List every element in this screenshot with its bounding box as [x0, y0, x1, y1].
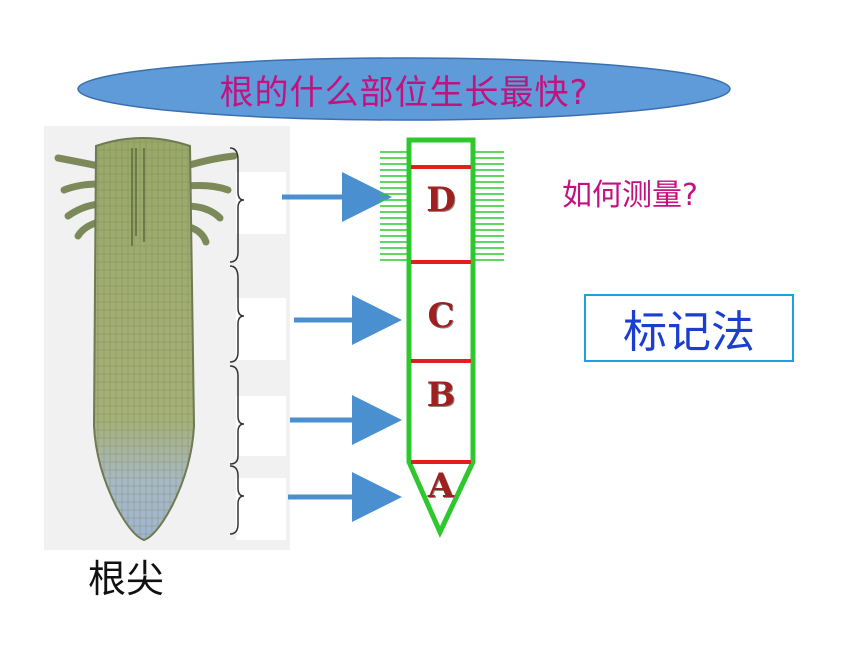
zone-letter-d: D	[426, 180, 456, 220]
schematic-root-outline	[406, 137, 476, 539]
method-label: 标记法	[623, 307, 755, 358]
zone-letter-a: A	[427, 466, 455, 506]
method-box: 标记法	[584, 294, 794, 362]
page-title: 根的什么部位生长最快?	[219, 72, 589, 113]
arrows	[282, 172, 402, 522]
schematic-root-hairs	[380, 151, 504, 261]
zone-letter-b: B	[426, 375, 456, 415]
title-ellipse	[77, 57, 731, 121]
root-tip-image	[44, 126, 290, 550]
zone-dividers	[411, 165, 471, 464]
zone-letter-c: C	[427, 296, 455, 336]
root-tip-label: 根尖	[88, 557, 165, 601]
measure-question: 如何测量?	[562, 178, 698, 213]
